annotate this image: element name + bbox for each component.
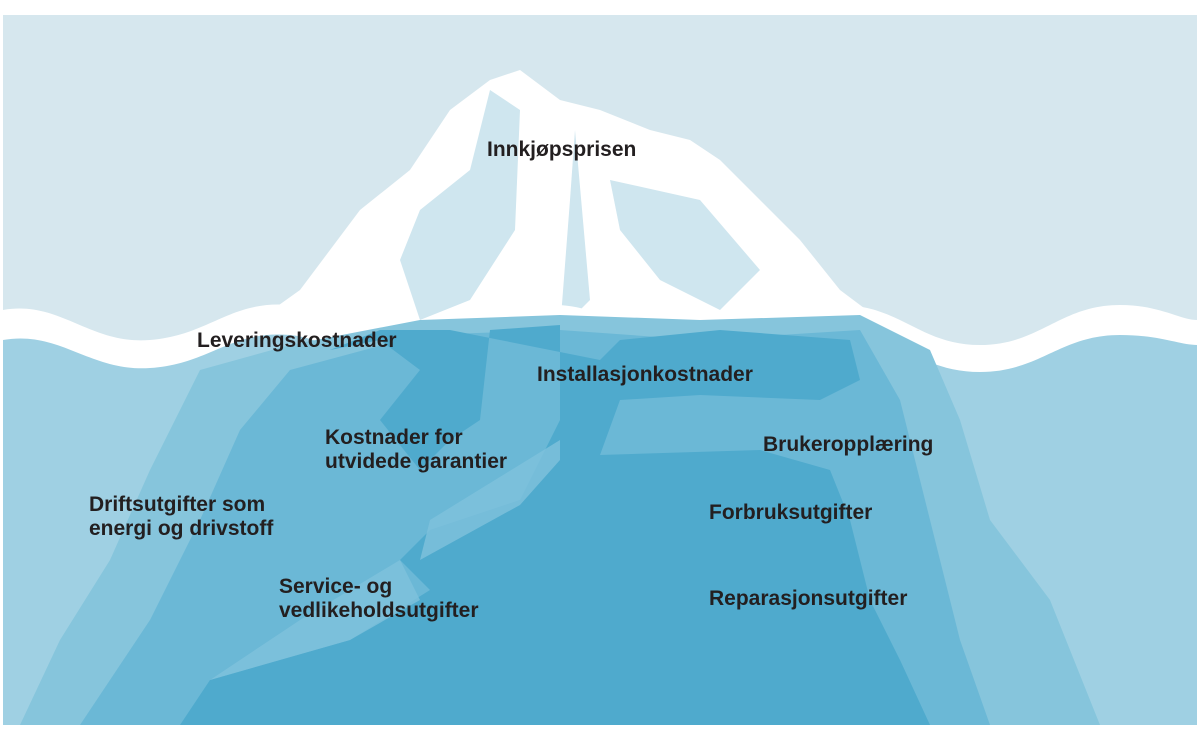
label-operating-costs: Driftsutgifter som energi og drivstoff [89,493,273,541]
bottom-border [0,725,1200,741]
label-service-line2: vedlikeholdsutgifter [279,599,479,622]
label-operating-line1: Driftsutgifter som [89,493,266,516]
label-warranty-costs: Kostnader for utvidede garantier [325,426,507,474]
iceberg-underwater-inner-light [210,440,560,680]
iceberg-tip-shade [400,90,760,330]
label-repair-costs: Reparasjonsutgifter [709,587,908,610]
label-warranty-line1: Kostnader for [325,426,463,449]
label-operating-line2: energi og drivstoff [89,517,274,540]
label-delivery-costs: Leveringskostnader [197,329,397,352]
label-service-line1: Service- og [279,575,393,598]
label-user-training: Brukeropplæring [763,433,934,456]
label-service-maintenance: Service- og vedlikeholdsutgifter [279,575,479,623]
label-warranty-line2: utvidede garantier [325,450,508,473]
label-installation-costs: Installasjonkostnader [537,363,753,386]
label-consumables: Forbruksutgifter [709,501,873,524]
label-purchase-price: Innkjøpsprisen [487,138,637,161]
iceberg-underwater-deep [180,325,930,725]
